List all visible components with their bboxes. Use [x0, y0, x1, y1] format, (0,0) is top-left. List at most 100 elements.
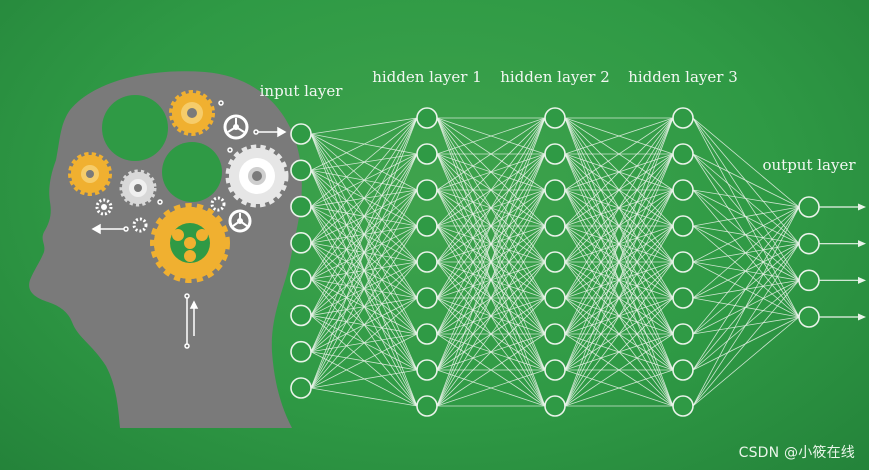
neuron-hidden1	[416, 215, 438, 237]
arrow-icon	[858, 313, 866, 321]
connection-line	[436, 189, 546, 407]
connection-line	[310, 225, 418, 389]
connection-line	[310, 387, 418, 407]
connection-line	[436, 117, 546, 263]
connection-line	[564, 117, 674, 407]
connection-line	[564, 189, 674, 407]
label-hidden-layer-3: hidden layer 3	[628, 68, 738, 86]
gear-icon	[150, 203, 230, 283]
neuron-hidden3	[672, 143, 694, 165]
neuron-input	[290, 232, 312, 254]
neuron-hidden2	[544, 143, 566, 165]
connection-line	[310, 369, 418, 389]
output-arrows	[819, 203, 866, 321]
connection-line	[692, 206, 800, 335]
neuron-input	[290, 123, 312, 145]
connection-line	[692, 189, 800, 208]
neuron-hidden1	[416, 323, 438, 345]
neuron-hidden1	[416, 179, 438, 201]
connection-line	[310, 117, 418, 244]
connection-line	[436, 333, 546, 407]
neuron-hidden1	[416, 107, 438, 129]
connection-line	[310, 117, 418, 352]
connection-line	[692, 206, 800, 227]
neuron-hidden3	[672, 287, 694, 309]
label-hidden-layer-1: hidden layer 1	[372, 68, 482, 86]
neuron-output	[798, 232, 820, 255]
neuron-hidden3	[672, 359, 694, 381]
connection-line	[310, 117, 418, 316]
neuron-input	[290, 304, 312, 327]
connection-line	[436, 117, 546, 407]
connection-line	[436, 297, 546, 407]
gear-icon	[169, 90, 215, 136]
connection-line	[310, 117, 418, 389]
neuron-hidden2	[544, 107, 566, 129]
neuron-hidden3	[672, 107, 694, 129]
connection-line	[564, 117, 674, 335]
label-output-layer: output layer	[762, 156, 856, 174]
connection-line	[564, 225, 674, 407]
connection-line	[564, 153, 674, 407]
arrow-icon	[858, 276, 866, 284]
connection-line	[436, 117, 546, 335]
neuron-input	[290, 195, 312, 218]
connection-line	[564, 261, 674, 407]
neuron-hidden2	[544, 323, 566, 345]
gear-icon	[223, 114, 249, 140]
network-connections	[310, 117, 800, 407]
connection-line	[564, 117, 674, 299]
neuron-hidden3	[672, 215, 694, 237]
connection-line	[692, 243, 800, 407]
connection-line	[692, 153, 800, 208]
label-hidden-layer-2: hidden layer 2	[500, 68, 610, 86]
connection-line	[692, 117, 800, 208]
neuron-hidden1	[416, 251, 438, 273]
network-neurons	[290, 107, 820, 417]
connection-line	[310, 261, 418, 389]
connection-line	[692, 206, 800, 263]
neuron-hidden3	[672, 179, 694, 201]
connection-line	[310, 117, 418, 135]
connection-line	[692, 206, 800, 299]
connection-line	[436, 117, 546, 371]
gear-icon	[225, 144, 289, 208]
connection-line	[436, 117, 546, 191]
neuron-hidden2	[544, 215, 566, 237]
arrow-icon	[858, 203, 866, 211]
neuron-hidden1	[416, 287, 438, 309]
gear-icon	[132, 217, 148, 233]
neuron-hidden1	[416, 143, 438, 165]
connection-line	[436, 117, 546, 299]
connection-line	[310, 189, 418, 389]
gears-group	[68, 90, 289, 349]
connection-line	[564, 117, 674, 263]
neuron-input	[290, 159, 312, 182]
neuron-hidden2	[544, 251, 566, 273]
connection-line	[564, 297, 674, 407]
connection-line	[310, 117, 418, 207]
connection-line	[310, 297, 418, 389]
arrow-icon	[858, 240, 866, 248]
neuron-input	[290, 340, 312, 363]
neuron-hidden3	[672, 251, 694, 273]
connection-line	[564, 117, 674, 191]
neuron-hidden2	[544, 359, 566, 381]
neuron-input	[290, 268, 312, 290]
connection-line	[564, 117, 674, 227]
connection-line	[692, 206, 800, 371]
gear-icon	[68, 152, 112, 196]
gear-icon	[95, 198, 113, 216]
connection-line	[436, 225, 546, 407]
connection-line	[310, 333, 418, 389]
connection-line	[310, 153, 418, 389]
connection-line	[436, 117, 546, 155]
connection-line	[436, 261, 546, 407]
connection-line	[692, 206, 800, 407]
connection-line	[564, 117, 674, 371]
neuron-hidden3	[672, 395, 694, 417]
neuron-hidden2	[544, 287, 566, 309]
arrow-icon	[91, 100, 287, 349]
gear-icon	[119, 169, 157, 207]
